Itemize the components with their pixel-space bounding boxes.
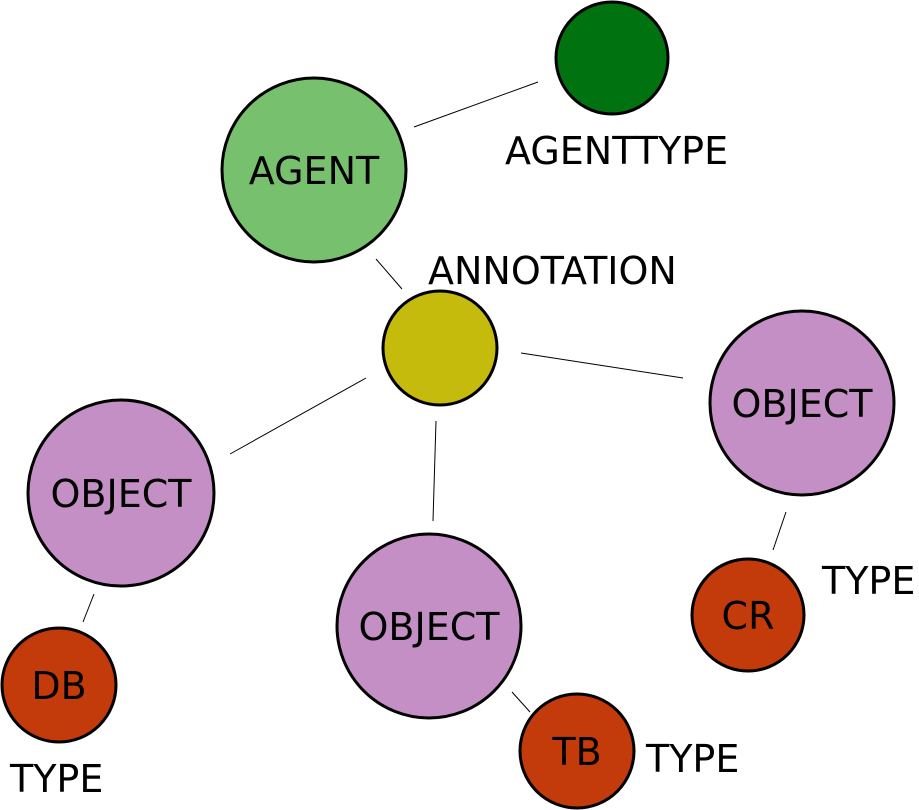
tb-node[interactable]: TB	[518, 692, 636, 810]
edge-object-center-tb	[511, 691, 531, 713]
object-left-label: OBJECT	[51, 472, 193, 516]
edge-object-left-db	[82, 593, 95, 623]
object-right-label: OBJECT	[732, 382, 874, 426]
db-label: DB	[31, 664, 86, 708]
annotation-node[interactable]	[381, 289, 499, 407]
object-center-node[interactable]: OBJECT	[335, 532, 523, 720]
object-left-node[interactable]: OBJECT	[26, 398, 216, 588]
agenttype-circle	[554, 0, 670, 116]
edge-annotation-object-center	[432, 420, 437, 522]
agent-node[interactable]: AGENT	[220, 76, 408, 264]
edge-object-right-cr	[772, 511, 787, 551]
db-circle	[0, 626, 118, 744]
object-right-circle	[708, 309, 896, 497]
type-label-tb: TYPE	[645, 737, 739, 781]
edge-annotation-object-right	[520, 352, 684, 379]
edge-annotation-object-left	[229, 377, 367, 455]
object-center-circle	[335, 532, 523, 720]
annotation-circle	[381, 289, 499, 407]
edge-agent-agenttype	[413, 81, 539, 128]
cr-node[interactable]: CR	[690, 557, 806, 673]
type-label-db: TYPE	[9, 757, 103, 801]
agent-label: AGENT	[249, 149, 380, 193]
agenttype-label: AGENTTYPE	[505, 129, 728, 173]
agenttype-node[interactable]	[554, 0, 670, 116]
object-center-label: OBJECT	[359, 605, 501, 649]
edge-agent-annotation	[375, 258, 403, 290]
object-left-circle	[26, 398, 216, 588]
tb-label: TB	[551, 730, 601, 774]
agent-circle	[220, 76, 408, 264]
object-right-node[interactable]: OBJECT	[708, 309, 896, 497]
annotation-label: ANNOTATION	[428, 249, 677, 293]
cr-label: CR	[722, 594, 775, 638]
tb-circle	[518, 692, 636, 810]
type-label-cr: TYPE	[821, 559, 915, 603]
db-node[interactable]: DB	[0, 626, 118, 744]
cr-circle	[690, 557, 806, 673]
